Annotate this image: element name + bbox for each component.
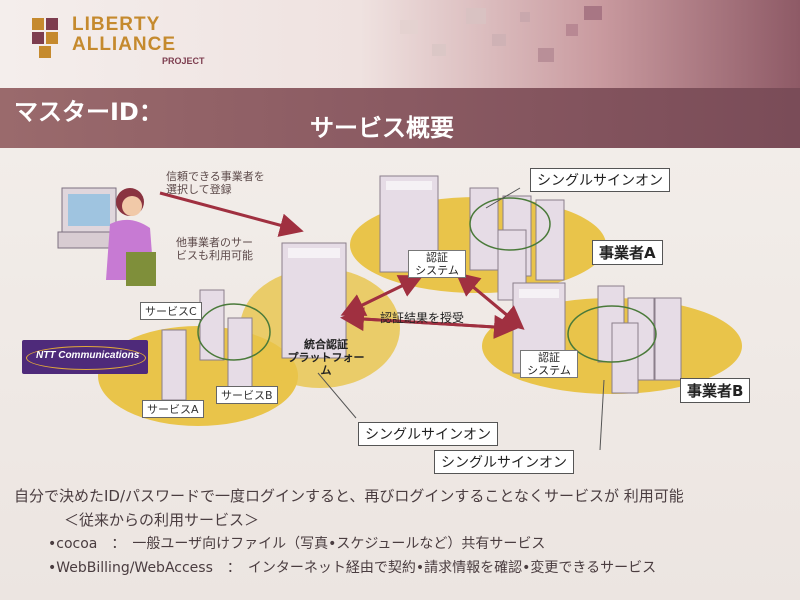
title-bar: マスターID： サービス概要	[0, 88, 800, 148]
logo-line3: PROJECT	[162, 56, 205, 66]
auth-system-bottom-line2: システム	[527, 364, 571, 377]
integrated-auth-line1: 統合認証	[304, 338, 348, 351]
auth-system-bottom-line1: 認証	[538, 351, 560, 364]
page-title: サービス概要	[310, 114, 454, 142]
service-b-label: サービスB	[216, 386, 278, 404]
integrated-auth-platform-label: 統合認証 プラットフォーム	[286, 338, 366, 377]
auth-system-top-line2: システム	[415, 264, 459, 277]
description-line4: •WebBilling/WebAccess ： インターネット経由で契約•請求情…	[48, 560, 657, 576]
user-note-register: 信頼できる事業者を 選択して登録	[166, 170, 265, 196]
service-a-label: サービスA	[142, 400, 204, 418]
user-note-register-line2: 選択して登録	[166, 183, 232, 196]
user-note-other-line2: ビスも利用可能	[176, 249, 253, 262]
auth-system-top-line1: 認証	[426, 251, 448, 264]
service-c-label: サービスC	[140, 302, 202, 320]
auth-result-label: 認証結果を授受	[380, 311, 465, 325]
description-line1: 自分で決めたID/パスワードで一度ログインすると、再びログインすることなくサービ…	[14, 487, 684, 505]
auth-system-top-label: 認証 システム	[408, 250, 466, 278]
ntt-logo-text: NTT Communications	[36, 350, 140, 361]
ntt-communications-logo: NTT Communications	[22, 340, 148, 374]
pixel-decoration	[400, 6, 602, 62]
operator-a-label: 事業者A	[592, 240, 663, 265]
sso-label-bottom: シングルサインオン	[434, 450, 574, 474]
user-note-other-services: 他事業者のサー ビスも利用可能	[176, 236, 253, 262]
page-title-left: マスターID：	[14, 98, 163, 126]
user-at-pc-illustration	[57, 187, 156, 286]
description-line3: •cocoa ： 一般ユーザ向けファイル（写真•スケジュールなど）共有サービス	[48, 536, 546, 552]
description-line2: ＜従来からの利用サービス＞	[64, 511, 260, 529]
logo-line1: LIBERTY	[72, 14, 161, 35]
user-note-other-line1: 他事業者のサー	[176, 236, 253, 249]
integrated-auth-line2: プラットフォーム	[287, 351, 365, 377]
sso-label-top: シングルサインオン	[530, 168, 670, 192]
liberty-alliance-logo: LIBERTY ALLIANCE PROJECT	[32, 12, 212, 74]
user-note-register-line1: 信頼できる事業者を	[166, 170, 265, 183]
bottom-description: 自分で決めたID/パスワードで一度ログインすると、再びログインすることなくサービ…	[14, 484, 684, 580]
sso-label-middle: シングルサインオン	[358, 422, 498, 446]
operator-b-label: 事業者B	[680, 378, 751, 403]
header-band: LIBERTY ALLIANCE PROJECT	[0, 0, 800, 88]
logo-line2: ALLIANCE	[72, 34, 177, 55]
auth-system-bottom-label: 認証 システム	[520, 350, 578, 378]
